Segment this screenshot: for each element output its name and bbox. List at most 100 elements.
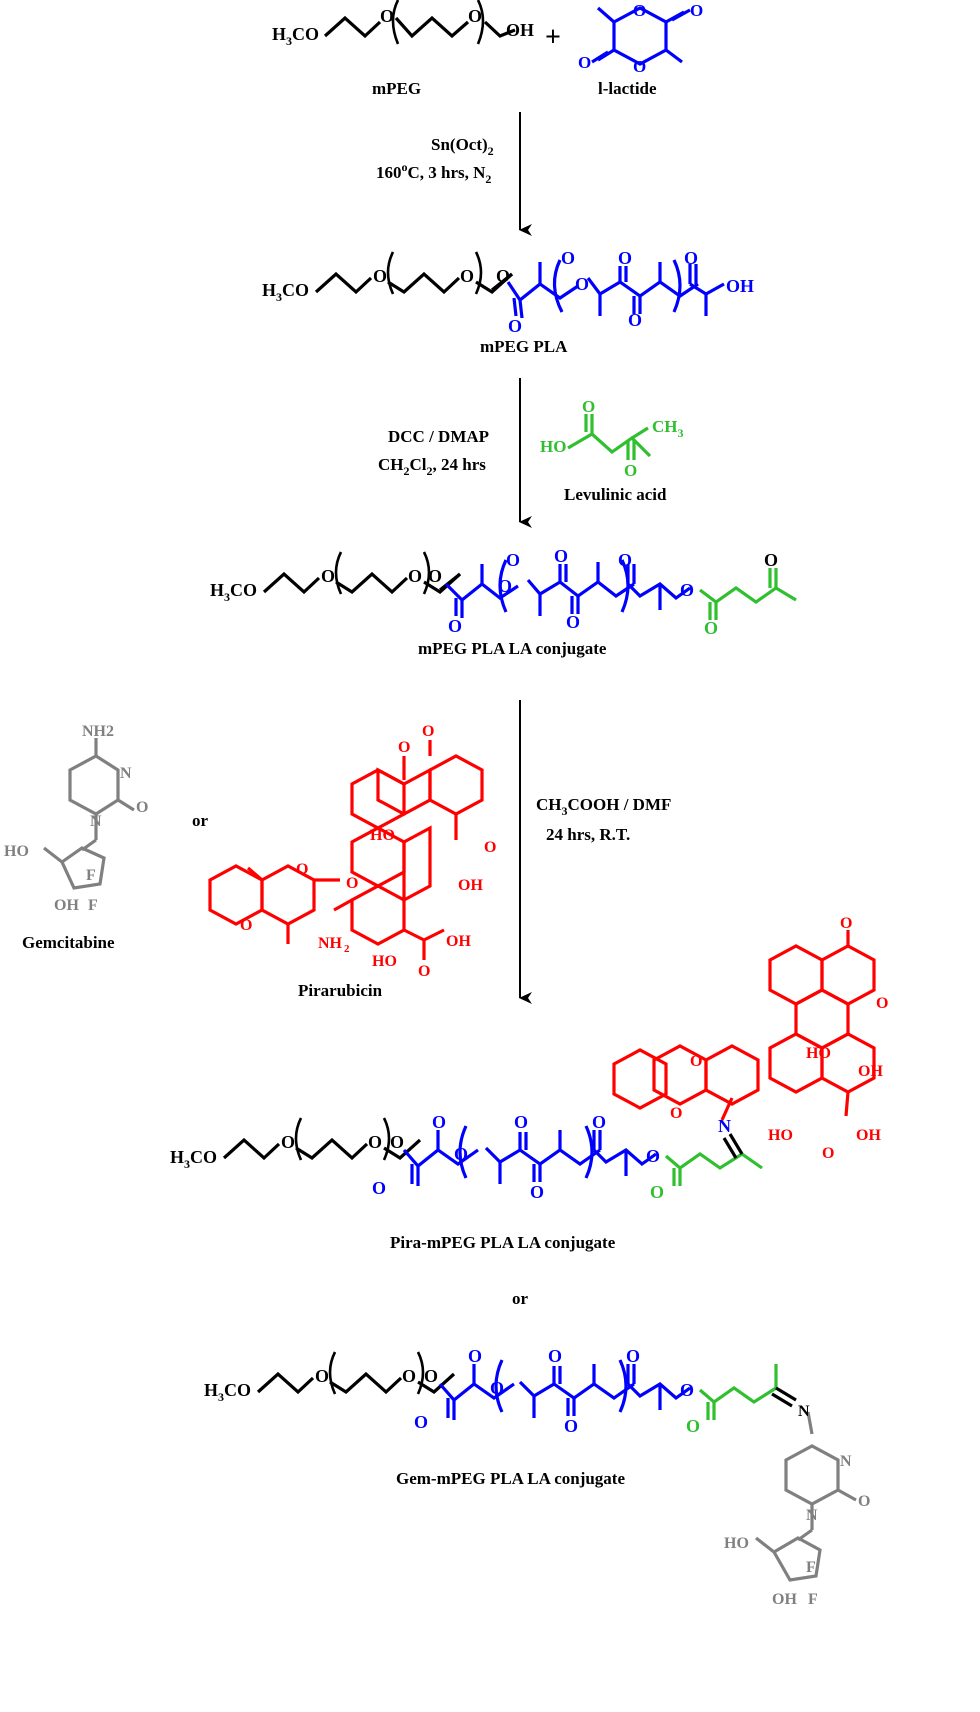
- label-pirarubicin: Pirarubicin: [298, 981, 383, 1000]
- svg-text:O: O: [690, 1, 703, 20]
- svg-text:OH: OH: [54, 897, 79, 914]
- label-levulinic-acid: Levulinic acid: [564, 485, 667, 504]
- svg-text:O: O: [448, 616, 462, 636]
- svg-text:F: F: [806, 1559, 816, 1576]
- step2-line1: DCC / DMAP: [388, 427, 489, 446]
- svg-text:F: F: [808, 1591, 818, 1608]
- svg-text:NH2: NH2: [82, 723, 114, 740]
- svg-text:O: O: [373, 266, 387, 286]
- svg-text:O: O: [428, 566, 442, 586]
- svg-text:O: O: [618, 248, 632, 268]
- svg-text:N: N: [120, 765, 132, 782]
- or-bottom: or: [512, 1289, 529, 1308]
- svg-text:O: O: [840, 915, 852, 932]
- label-mpeg: mPEG: [372, 79, 421, 98]
- svg-text:NH: NH: [318, 935, 343, 952]
- svg-text:O: O: [281, 1132, 295, 1152]
- svg-text:HO: HO: [372, 953, 397, 970]
- svg-text:O: O: [626, 1346, 640, 1366]
- svg-text:O: O: [564, 1416, 578, 1436]
- mpeg-structure: H3CO O O OH: [272, 0, 534, 48]
- svg-text:O: O: [690, 1053, 702, 1070]
- svg-text:O: O: [554, 546, 568, 566]
- svg-text:O: O: [414, 1412, 428, 1432]
- levulinic-atoms: HO O O CH3: [540, 397, 684, 480]
- label-pira-conjugate: Pira-mPEG PLA LA conjugate: [390, 1233, 616, 1252]
- step1-line1: Sn(Oct)2: [431, 135, 494, 158]
- pirarubicin-atoms: O O O HO OH O NH 2 HO OH O O O: [240, 723, 496, 980]
- svg-text:O: O: [136, 799, 148, 816]
- svg-text:O: O: [646, 1146, 660, 1166]
- svg-text:O: O: [508, 316, 522, 336]
- svg-text:H3CO: H3CO: [262, 280, 309, 304]
- svg-text:O: O: [490, 1378, 504, 1398]
- svg-text:N: N: [840, 1453, 852, 1470]
- svg-text:O: O: [684, 248, 698, 268]
- step3-line2: 24 hrs, R.T.: [546, 825, 630, 844]
- svg-text:OH: OH: [458, 877, 483, 894]
- svg-text:O: O: [575, 274, 589, 294]
- svg-text:CH3: CH3: [652, 417, 684, 440]
- mpeg-pla-structure: H3CO O O O O O O O O: [262, 248, 754, 336]
- svg-text:OH: OH: [506, 20, 534, 40]
- svg-text:HO: HO: [806, 1045, 831, 1062]
- svg-text:O: O: [764, 550, 778, 570]
- lactide-atoms: O O O O: [578, 1, 703, 76]
- svg-text:O: O: [380, 6, 394, 26]
- svg-text:O: O: [633, 57, 646, 76]
- svg-text:O: O: [592, 1112, 606, 1132]
- svg-text:N: N: [718, 1116, 731, 1136]
- svg-text:HO: HO: [4, 843, 29, 860]
- step1-line2: 160oC, 3 hrs, N2: [376, 160, 491, 186]
- svg-text:O: O: [240, 917, 252, 934]
- svg-text:O: O: [315, 1366, 329, 1386]
- svg-text:OH: OH: [726, 276, 754, 296]
- svg-text:O: O: [422, 723, 434, 740]
- svg-text:O: O: [680, 580, 694, 600]
- svg-text:H3CO: H3CO: [204, 1380, 251, 1404]
- svg-text:O: O: [418, 963, 430, 980]
- pirarubicin-structure: [208, 740, 484, 960]
- label-gemcitabine: Gemcitabine: [22, 933, 115, 952]
- label-gem-conjugate: Gem-mPEG PLA LA conjugate: [396, 1469, 625, 1488]
- gem-conjugate-structure: H3CO O O O: [204, 1346, 870, 1608]
- svg-text:O: O: [686, 1416, 700, 1436]
- svg-text:OH: OH: [772, 1591, 797, 1608]
- svg-text:O: O: [582, 397, 595, 416]
- svg-text:O: O: [484, 839, 496, 856]
- svg-text:O: O: [468, 6, 482, 26]
- svg-text:O: O: [390, 1132, 404, 1152]
- svg-text:O: O: [704, 618, 718, 638]
- svg-text:O: O: [822, 1145, 834, 1162]
- levulinic-acid-structure: [567, 414, 652, 460]
- gemcitabine-structure: [43, 738, 135, 890]
- svg-text:O: O: [548, 1346, 562, 1366]
- svg-text:O: O: [432, 1112, 446, 1132]
- svg-text:O: O: [650, 1182, 664, 1202]
- step2-line2: CH2Cl2, 24 hrs: [378, 455, 486, 478]
- svg-text:O: O: [346, 875, 358, 892]
- svg-text:F: F: [88, 897, 98, 914]
- svg-text:O: O: [454, 1144, 468, 1164]
- svg-text:HO: HO: [370, 827, 395, 844]
- svg-text:O: O: [624, 461, 637, 480]
- svg-text:O: O: [372, 1178, 386, 1198]
- svg-text:O: O: [402, 1366, 416, 1386]
- svg-text:N: N: [798, 1403, 810, 1420]
- svg-text:H3CO: H3CO: [170, 1147, 217, 1171]
- svg-text:O: O: [578, 53, 591, 72]
- svg-text:N: N: [90, 813, 102, 830]
- svg-text:O: O: [618, 550, 632, 570]
- svg-text:O: O: [321, 566, 335, 586]
- svg-text:OH: OH: [446, 933, 471, 950]
- svg-text:O: O: [296, 861, 308, 878]
- lactide-structure: [591, 6, 691, 66]
- svg-text:HO: HO: [724, 1535, 749, 1552]
- pira-conjugate-structure: H3CO O O O: [170, 915, 888, 1202]
- svg-text:O: O: [680, 1380, 694, 1400]
- svg-text:O: O: [858, 1493, 870, 1510]
- label-mpeg-pla: mPEG PLA: [480, 337, 568, 356]
- or-left: or: [192, 811, 209, 830]
- svg-text:O: O: [633, 1, 646, 20]
- svg-text:O: O: [530, 1182, 544, 1202]
